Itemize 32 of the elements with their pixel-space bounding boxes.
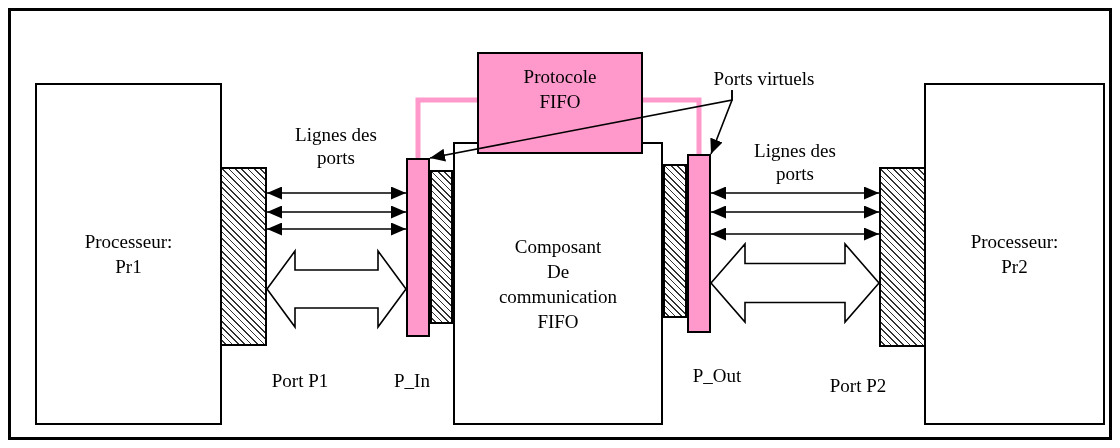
port-label: P_In <box>393 368 431 392</box>
lines-label: Lignes des ports <box>294 123 378 169</box>
connector-line <box>643 97 702 154</box>
lines-label: Lignes des ports <box>753 139 837 185</box>
component-box <box>453 142 663 425</box>
double-arrow <box>710 227 880 241</box>
virtual-port-bar <box>687 154 711 333</box>
connector-line <box>415 97 477 158</box>
port-bar <box>220 167 267 346</box>
leader-arrow <box>710 89 733 155</box>
component-box <box>35 83 222 425</box>
port-label: Port P1 <box>270 368 330 392</box>
port-label: Port P2 <box>828 373 888 397</box>
port-bar <box>430 170 453 324</box>
virtual-port-bar <box>406 158 430 337</box>
double-arrow <box>266 186 407 200</box>
node-label: Processeur: Pr2 <box>970 230 1059 279</box>
bus-arrow <box>709 241 881 325</box>
port-bar <box>879 167 926 347</box>
port-label: P_Out <box>691 363 743 387</box>
node-label: Processeur: Pr1 <box>84 230 173 279</box>
double-arrow <box>266 205 407 219</box>
bus-arrow <box>266 248 407 330</box>
component-box <box>924 83 1105 425</box>
double-arrow <box>266 222 407 236</box>
port-bar <box>663 164 687 318</box>
node-label: Ports virtuels <box>713 66 815 91</box>
double-arrow <box>710 186 880 200</box>
protocol-box <box>477 52 643 154</box>
node-label: Protocole FIFO <box>523 65 597 114</box>
node-label: Composant De communication FIFO <box>498 234 618 334</box>
double-arrow <box>710 205 880 219</box>
